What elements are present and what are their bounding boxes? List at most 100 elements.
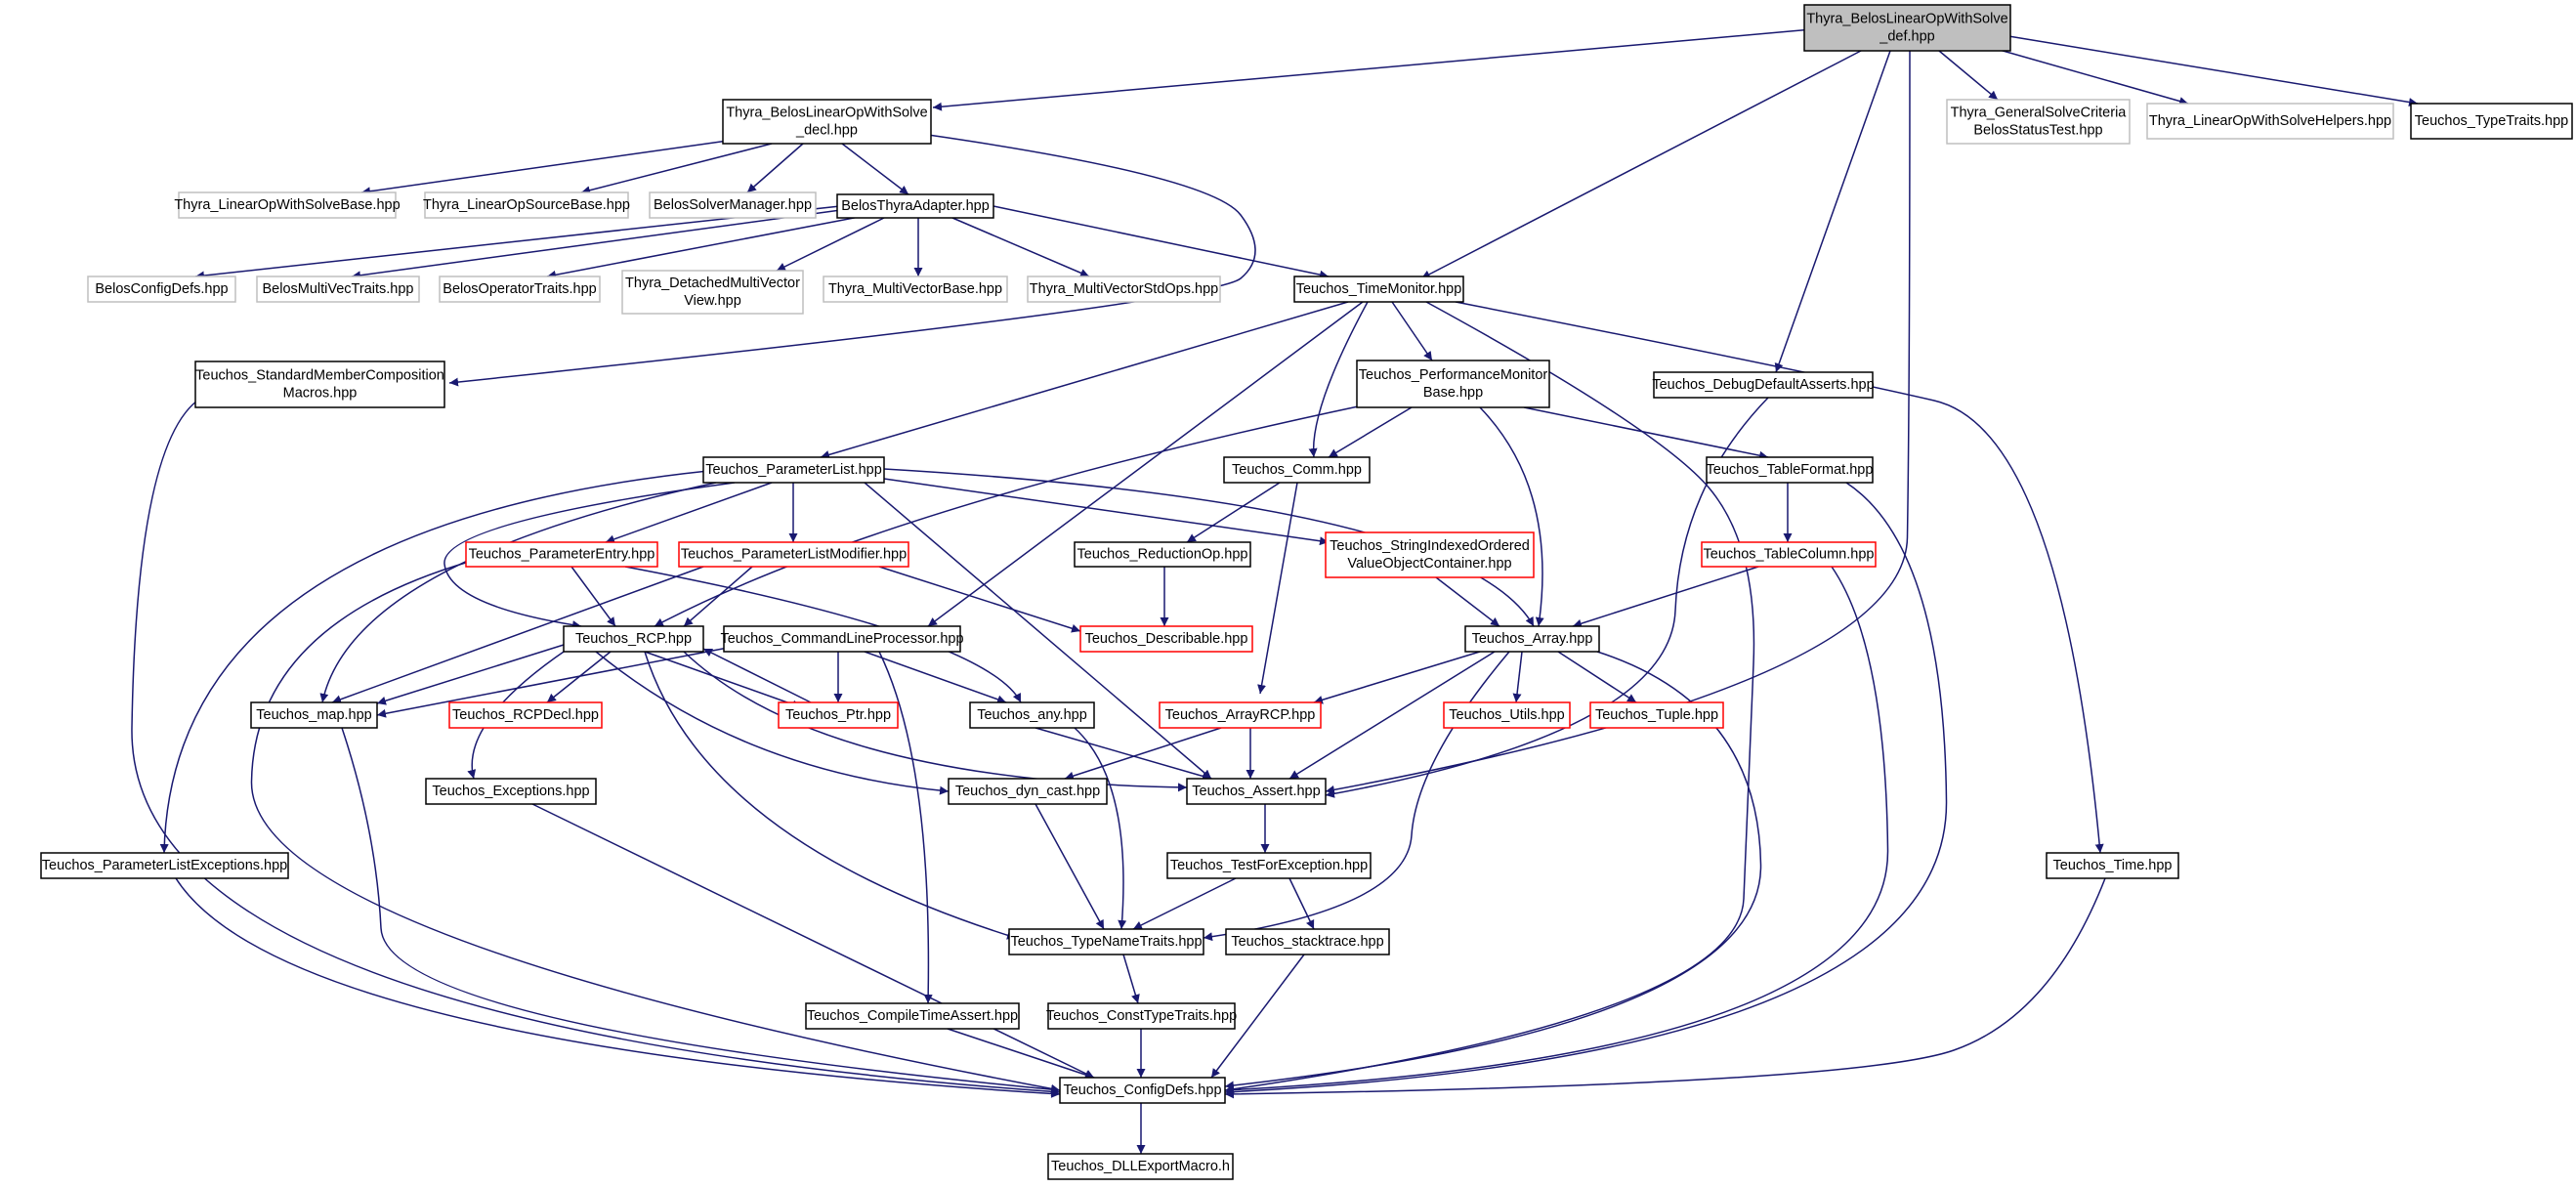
node-comm[interactable]: Teuchos_Comm.hpp	[1223, 456, 1371, 484]
dependency-edges	[131, 28, 2419, 1154]
node-clp[interactable]: Teuchos_CommandLineProcessor.hpp	[720, 625, 964, 653]
node-std-member[interactable]: Teuchos_StandardMemberCompositionMacros.…	[194, 361, 445, 408]
node-label: Teuchos_Tuple.hpp	[1595, 707, 1718, 723]
node-label: Thyra_MultiVectorBase.hpp	[828, 281, 1002, 297]
edge-perf_monitor-to-array	[1479, 406, 1544, 627]
edge-table_column-to-config_defs	[1224, 566, 1889, 1095]
node-any[interactable]: Teuchos_any.hpp	[969, 701, 1095, 729]
node-box	[1159, 701, 1322, 729]
node-ptr[interactable]: Teuchos_Ptr.hpp	[778, 701, 899, 729]
edge-any-to-assert	[1035, 727, 1212, 781]
node-const-type-traits[interactable]: Teuchos_ConstTypeTraits.hpp	[1046, 1002, 1237, 1030]
node-box	[1186, 778, 1327, 805]
node-debug-asserts[interactable]: Teuchos_DebugDefaultAsserts.hpp	[1652, 371, 1875, 399]
node-mv-base[interactable]: Thyra_MultiVectorBase.hpp	[823, 276, 1008, 303]
node-string-indexed[interactable]: Teuchos_StringIndexedOrderedValueObjectC…	[1325, 531, 1535, 578]
node-box	[439, 276, 601, 303]
node-param-entry[interactable]: Teuchos_ParameterEntry.hpp	[465, 541, 658, 568]
node-label: View.hpp	[684, 293, 741, 309]
node-label: Teuchos_PerformanceMonitor	[1359, 367, 1548, 383]
node-box	[1059, 1077, 1226, 1104]
node-utils[interactable]: Teuchos_Utils.hpp	[1443, 701, 1571, 729]
edge-clp-to-map	[376, 647, 729, 718]
node-general-criteria[interactable]: Thyra_GeneralSolveCriteriaBelosStatusTes…	[1946, 99, 2131, 145]
node-exceptions[interactable]: Teuchos_Exceptions.hpp	[425, 778, 597, 805]
node-box	[948, 778, 1108, 805]
edge-decl-to-solver_manager	[746, 143, 804, 193]
node-dyn-cast[interactable]: Teuchos_dyn_cast.hpp	[948, 778, 1108, 805]
edge-param_list-to-string_indexed	[883, 478, 1330, 546]
node-root[interactable]: Thyra_BelosLinearOpWithSolve_def.hpp	[1803, 4, 2011, 52]
node-los-base[interactable]: Thyra_LinearOpSourceBase.hpp	[423, 191, 630, 219]
edge-decl-to-los_base	[580, 143, 773, 195]
node-label: Teuchos_DebugDefaultAsserts.hpp	[1652, 377, 1874, 393]
edge-thyra_adapter-to-time_monitor	[992, 205, 1330, 279]
node-label: Teuchos_StandardMemberComposition	[195, 368, 444, 384]
node-assert[interactable]: Teuchos_Assert.hpp	[1186, 778, 1327, 805]
node-box	[448, 701, 603, 729]
node-mv-stdops[interactable]: Thyra_MultiVectorStdOps.hpp	[1027, 276, 1221, 303]
node-stacktrace[interactable]: Teuchos_stacktrace.hpp	[1225, 928, 1390, 955]
node-time[interactable]: Teuchos_Time.hpp	[2046, 852, 2179, 879]
node-box	[424, 191, 629, 219]
node-box	[178, 191, 397, 219]
node-array[interactable]: Teuchos_Array.hpp	[1464, 625, 1600, 653]
node-box	[1325, 531, 1535, 578]
node-thyra-adapter[interactable]: BelosThyraAdapter.hpp	[836, 193, 994, 219]
node-box	[1701, 541, 1877, 568]
node-box	[1443, 701, 1571, 729]
node-param-exceptions[interactable]: Teuchos_ParameterListExceptions.hpp	[40, 852, 289, 879]
node-config-defs[interactable]: Teuchos_ConfigDefs.hpp	[1059, 1077, 1226, 1104]
edge-compile_assert-to-config_defs	[947, 1028, 1095, 1080]
node-belos-config[interactable]: BelosConfigDefs.hpp	[87, 276, 236, 303]
node-label: Teuchos_Time.hpp	[2053, 858, 2173, 873]
node-operator-traits[interactable]: BelosOperatorTraits.hpp	[439, 276, 601, 303]
node-type-traits[interactable]: Teuchos_TypeTraits.hpp	[2410, 103, 2573, 140]
edge-param_list-to-array	[883, 468, 1535, 627]
node-test-exception[interactable]: Teuchos_TestForException.hpp	[1166, 852, 1372, 879]
node-reduction-op[interactable]: Teuchos_ReductionOp.hpp	[1074, 541, 1251, 568]
node-array-rcp[interactable]: Teuchos_ArrayRCP.hpp	[1159, 701, 1322, 729]
node-label: Teuchos_CommandLineProcessor.hpp	[720, 631, 963, 647]
node-box	[805, 1002, 1020, 1030]
node-decl[interactable]: Thyra_BelosLinearOpWithSolve_decl.hpp	[722, 99, 932, 145]
node-label: Teuchos_StringIndexedOrdered	[1330, 538, 1530, 554]
node-rcp-decl[interactable]: Teuchos_RCPDecl.hpp	[448, 701, 603, 729]
node-param-list[interactable]: Teuchos_ParameterList.hpp	[702, 456, 885, 484]
node-label: BelosOperatorTraits.hpp	[443, 281, 596, 297]
node-label: Teuchos_stacktrace.hpp	[1231, 934, 1383, 950]
node-box	[87, 276, 236, 303]
edge-time_monitor-to-config_defs	[1224, 301, 1755, 1094]
node-label: BelosThyraAdapter.hpp	[841, 198, 990, 214]
edge-perf_monitor-to-rcp	[654, 404, 1364, 627]
node-box	[465, 541, 658, 568]
node-tuple[interactable]: Teuchos_Tuple.hpp	[1589, 701, 1724, 729]
node-multivec-traits[interactable]: BelosMultiVecTraits.hpp	[256, 276, 420, 303]
node-box	[1223, 456, 1371, 484]
node-compile-assert[interactable]: Teuchos_CompileTimeAssert.hpp	[805, 1002, 1020, 1030]
node-lows-base[interactable]: Thyra_LinearOpWithSolveBase.hpp	[174, 191, 401, 219]
edge-root-to-decl	[932, 28, 1813, 111]
node-label: Teuchos_ConfigDefs.hpp	[1063, 1082, 1221, 1098]
edge-comm-to-array_rcp	[1257, 482, 1298, 695]
node-param-modifier[interactable]: Teuchos_ParameterListModifier.hpp	[678, 541, 909, 568]
node-dll-export[interactable]: Teuchos_DLLExportMacro.h	[1047, 1153, 1234, 1180]
node-box	[1047, 1002, 1236, 1030]
node-lows-helpers[interactable]: Thyra_LinearOpWithSolveHelpers.hpp	[2146, 103, 2394, 140]
node-label: Teuchos_Assert.hpp	[1192, 784, 1320, 799]
node-table-format[interactable]: Teuchos_TableFormat.hpp	[1706, 456, 1874, 484]
node-box	[702, 456, 885, 484]
node-map[interactable]: Teuchos_map.hpp	[250, 701, 378, 729]
node-time-monitor[interactable]: Teuchos_TimeMonitor.hpp	[1293, 276, 1464, 303]
node-box	[40, 852, 289, 879]
node-type-name-traits[interactable]: Teuchos_TypeNameTraits.hpp	[1008, 928, 1204, 955]
node-solver-manager[interactable]: BelosSolverManager.hpp	[649, 191, 817, 219]
edge-comm-to-reduction_op	[1186, 482, 1281, 543]
node-box	[1803, 4, 2011, 52]
node-describable[interactable]: Teuchos_Describable.hpp	[1079, 625, 1253, 653]
node-label: Thyra_LinearOpWithSolveHelpers.hpp	[2149, 113, 2391, 129]
node-table-column[interactable]: Teuchos_TableColumn.hpp	[1701, 541, 1877, 568]
node-rcp[interactable]: Teuchos_RCP.hpp	[563, 625, 704, 653]
